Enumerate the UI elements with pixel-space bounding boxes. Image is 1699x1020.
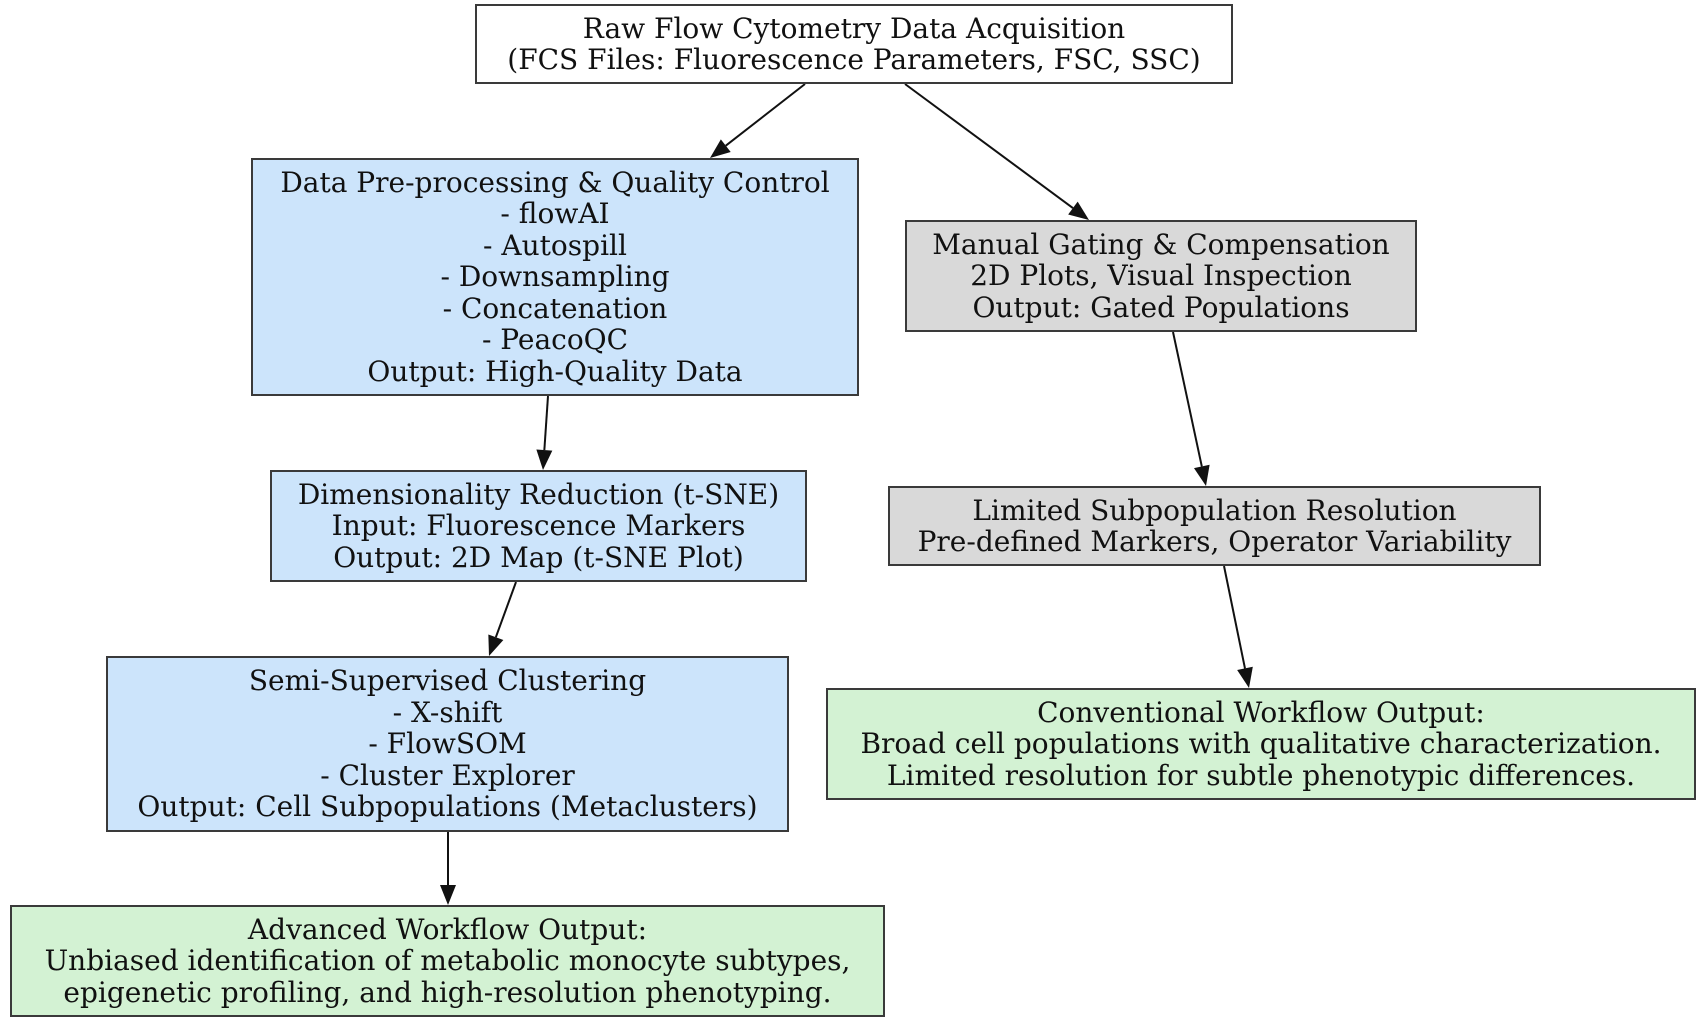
node-text-line: Semi-Supervised Clustering — [248, 664, 647, 698]
edge-line — [543, 395, 549, 451]
edge-manual_gating-to-limited — [1172, 331, 1210, 486]
arrowhead — [536, 449, 553, 470]
conventional-workflow-output-box: Conventional Workflow Output:Broad cell … — [826, 688, 1696, 800]
node-text-line: Output: High-Quality Data — [367, 354, 743, 388]
semi-supervised-clustering-box: Semi-Supervised Clustering- X-shift- Flo… — [106, 656, 789, 832]
arrowhead — [440, 885, 456, 905]
edge-raw-to-manual_gating — [904, 83, 1089, 220]
edge-line — [1223, 565, 1246, 669]
edge-limited-to-conventional_output — [1223, 565, 1253, 688]
arrowhead — [1237, 666, 1253, 688]
arrowhead — [1193, 464, 1210, 486]
node-text-line: Input: Fluorescence Markers — [331, 509, 746, 543]
arrowhead — [1068, 201, 1089, 220]
preprocessing-qc-box: Data Pre-processing & Quality Control- f… — [251, 158, 859, 396]
edge-line — [725, 83, 806, 147]
node-text-line: - Cluster Explorer — [320, 758, 575, 792]
node-text-line: Conventional Workflow Output: — [1037, 695, 1485, 729]
node-text-line: Output: 2D Map (t-SNE Plot) — [333, 540, 744, 574]
node-text-line: Output: Cell Subpopulations (Metacluster… — [137, 790, 758, 824]
edge-line — [494, 581, 517, 638]
node-text-line: Limited Subpopulation Resolution — [972, 493, 1457, 527]
node-text-line: Advanced Workflow Output: — [247, 912, 648, 946]
node-text-line: - X-shift — [392, 695, 503, 729]
node-text-line: 2D Plots, Visual Inspection — [970, 259, 1352, 293]
node-text-line: - Downsampling — [440, 260, 670, 294]
node-text-line: Raw Flow Cytometry Data Acquisition — [582, 11, 1126, 45]
node-text-line: Output: Gated Populations — [972, 290, 1350, 324]
edge-line — [904, 83, 1074, 209]
dimensionality-reduction-box: Dimensionality Reduction (t-SNE)Input: F… — [270, 470, 807, 582]
edge-dimreduction-to-clustering — [488, 581, 517, 656]
arrowhead — [488, 634, 504, 656]
node-text-line: Broad cell populations with qualitative … — [860, 727, 1662, 761]
node-text-line: Unbiased identification of metabolic mon… — [44, 944, 851, 978]
node-text-line: - Concatenation — [442, 291, 668, 325]
node-text-line: - flowAI — [500, 197, 610, 231]
edge-line — [1172, 331, 1203, 467]
node-text-line: - PeacoQC — [481, 323, 629, 357]
node-text-line: Data Pre-processing & Quality Control — [280, 165, 830, 199]
edge-preprocessing-to-dimreduction — [536, 395, 553, 470]
node-text-line: Limited resolution for subtle phenotypic… — [886, 758, 1636, 792]
edge-raw-to-preprocessing — [710, 83, 806, 158]
node-text-line: - Autospill — [483, 228, 627, 262]
arrowhead — [710, 139, 731, 158]
node-text-line: (FCS Files: Fluorescence Parameters, FSC… — [507, 43, 1201, 76]
node-text-line: - FlowSOM — [368, 727, 527, 761]
node-text-line: epigenetic profiling, and high-resolutio… — [63, 975, 832, 1009]
node-text-line: Pre-defined Markers, Operator Variabilit… — [917, 525, 1512, 558]
raw-data-acquisition-box: Raw Flow Cytometry Data Acquisition(FCS … — [475, 4, 1233, 84]
edge-clustering-to-advanced_output — [440, 832, 456, 905]
node-text-line: Manual Gating & Compensation — [932, 227, 1390, 261]
node-text-line: Dimensionality Reduction (t-SNE) — [297, 477, 780, 511]
advanced-workflow-output-box: Advanced Workflow Output:Unbiased identi… — [10, 905, 885, 1017]
